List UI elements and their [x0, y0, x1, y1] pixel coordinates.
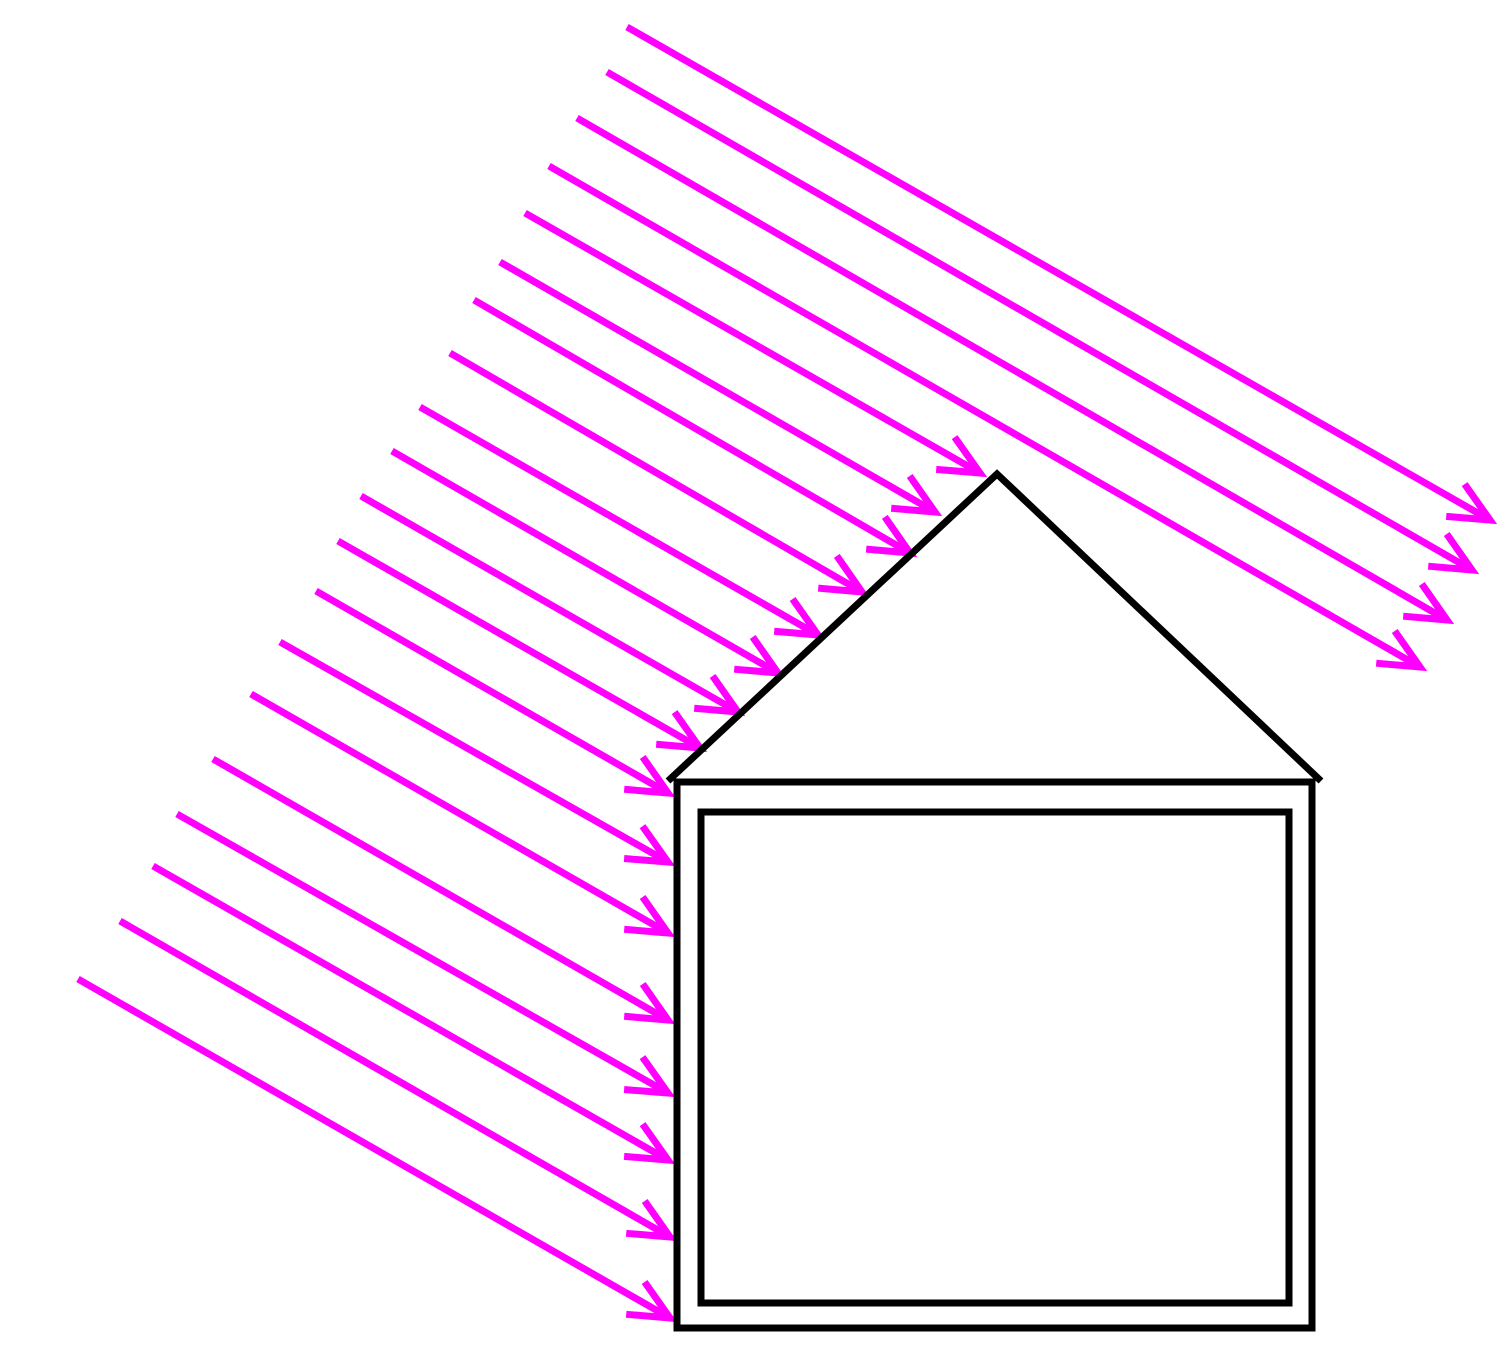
sun-ray-arrow [418, 403, 826, 640]
sun-ray-arrow [605, 68, 1480, 575]
sun-ray-arrow [547, 162, 1428, 672]
sun-ray-arrow [314, 587, 676, 798]
sun-ray-arrow [625, 23, 1498, 525]
sun-ray-arrow [118, 917, 678, 1242]
sun-ray-arrow [76, 975, 678, 1323]
sun-ray-arrow [278, 638, 676, 867]
outer-wall [673, 778, 1316, 1332]
sun-ray-arrow [523, 209, 988, 478]
sun-ray-arrow [390, 447, 786, 678]
sun-ray-arrow [448, 349, 870, 597]
inner-wall [697, 808, 1293, 1307]
house [665, 469, 1324, 1332]
sun-ray-arrow [336, 537, 708, 753]
sun-ray-arrow [175, 810, 676, 1098]
sun-ray-arrow [498, 258, 943, 517]
sun-ray-arrow [575, 114, 1455, 625]
sun-ray-arrow [211, 755, 676, 1025]
sun-ray-arrow [151, 862, 676, 1165]
sun-ray-arrow [359, 492, 746, 717]
roof [665, 469, 1324, 784]
sun-ray-arrow [249, 690, 676, 938]
